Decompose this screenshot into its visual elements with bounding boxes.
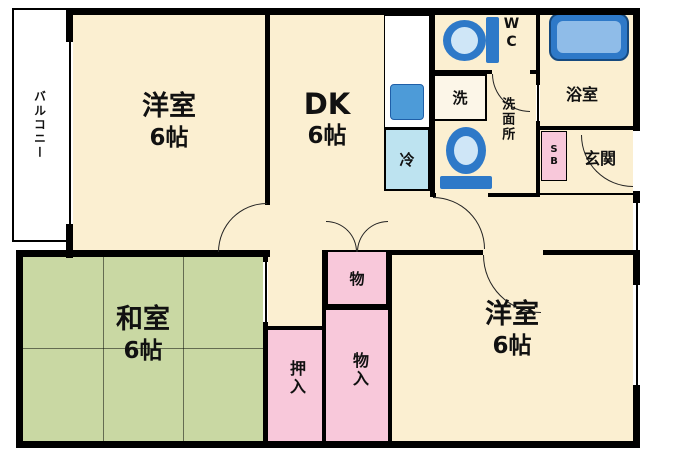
wall-washroom-bottom [488,193,540,197]
western-top-label: 洋室 6帖 [94,90,244,153]
wall-storage-divider [322,306,390,310]
bath-door-line [537,85,539,121]
balcony-window-line [69,42,71,224]
storage-label: 物 [349,269,365,288]
wall-westernbottom-top [388,250,483,255]
wall-closet-col-left [322,250,326,448]
western-bottom-size: 6帖 [492,332,532,359]
japanese-room-name: 和室 [116,304,170,335]
dk-name: DK [303,87,351,121]
kitchen-sink-icon [390,84,424,120]
tatami-line [23,348,263,350]
storage-closet-label: 物入 [350,352,369,388]
toilet-bowl-inner [451,27,478,54]
dk-label: DK 6帖 [267,86,387,151]
washer-box: 洗 [433,74,487,121]
japanese-room-label: 和室 6帖 [68,303,218,366]
wall-bath-bottom [536,126,640,130]
shoe-box: SB [541,131,567,181]
washitsu-sliding-door-line [265,262,267,322]
toilet-tank-icon [486,17,499,63]
washroom-label: 洗面所 [499,97,515,142]
western-top-name: 洋室 [142,91,196,122]
balcony: バルコニー [12,8,68,242]
wall-oshiire-top [263,326,326,330]
japanese-room-size: 6帖 [123,337,163,364]
western-bottom-name: 洋室 [485,299,539,330]
wall-dk-right [430,8,435,197]
hall-window-line [636,203,638,250]
genkan-step-line [540,193,633,195]
oshiire-closet [268,330,322,441]
bathtub-inner [557,21,621,53]
wall-washroom-bottom [430,193,436,197]
western-top-size: 6帖 [149,124,189,151]
vanity-bowl-inner [454,136,478,165]
wall-outer-top [66,8,640,15]
vanity-base-icon [440,176,492,189]
wall-westernbottom-top [543,250,640,255]
washer-label: 洗 [452,89,468,107]
western-bottom-label: 洋室 6帖 [437,298,587,361]
oshiire-label: 押入 [287,360,306,396]
western-bottom-window-line [636,285,638,385]
wall-closet-col-right [388,250,392,448]
entrance-label: 玄関 [584,149,617,168]
refrigerator-box: 冷 [384,128,430,191]
wall-outer-bottom [16,441,640,448]
bathroom-label: 浴室 [566,85,599,104]
wall-washitsu-top [16,250,270,257]
dk-size: 6帖 [307,123,347,150]
storage-closet [326,310,388,441]
balcony-label: バルコニー [32,90,47,160]
wall-westerntop-dk [265,8,270,205]
entrance-door-opening [633,131,640,191]
wall-wc-bottom [430,70,492,74]
wall-washitsu-right [263,250,268,448]
wall-wc-bottom [530,70,540,74]
wall-outer-left-bottom [16,250,23,448]
storage-box: 物 [326,250,388,306]
shoe-box-label: SB [548,144,560,168]
refrigerator-label: 冷 [399,151,415,169]
wc-label: WC [503,16,520,52]
